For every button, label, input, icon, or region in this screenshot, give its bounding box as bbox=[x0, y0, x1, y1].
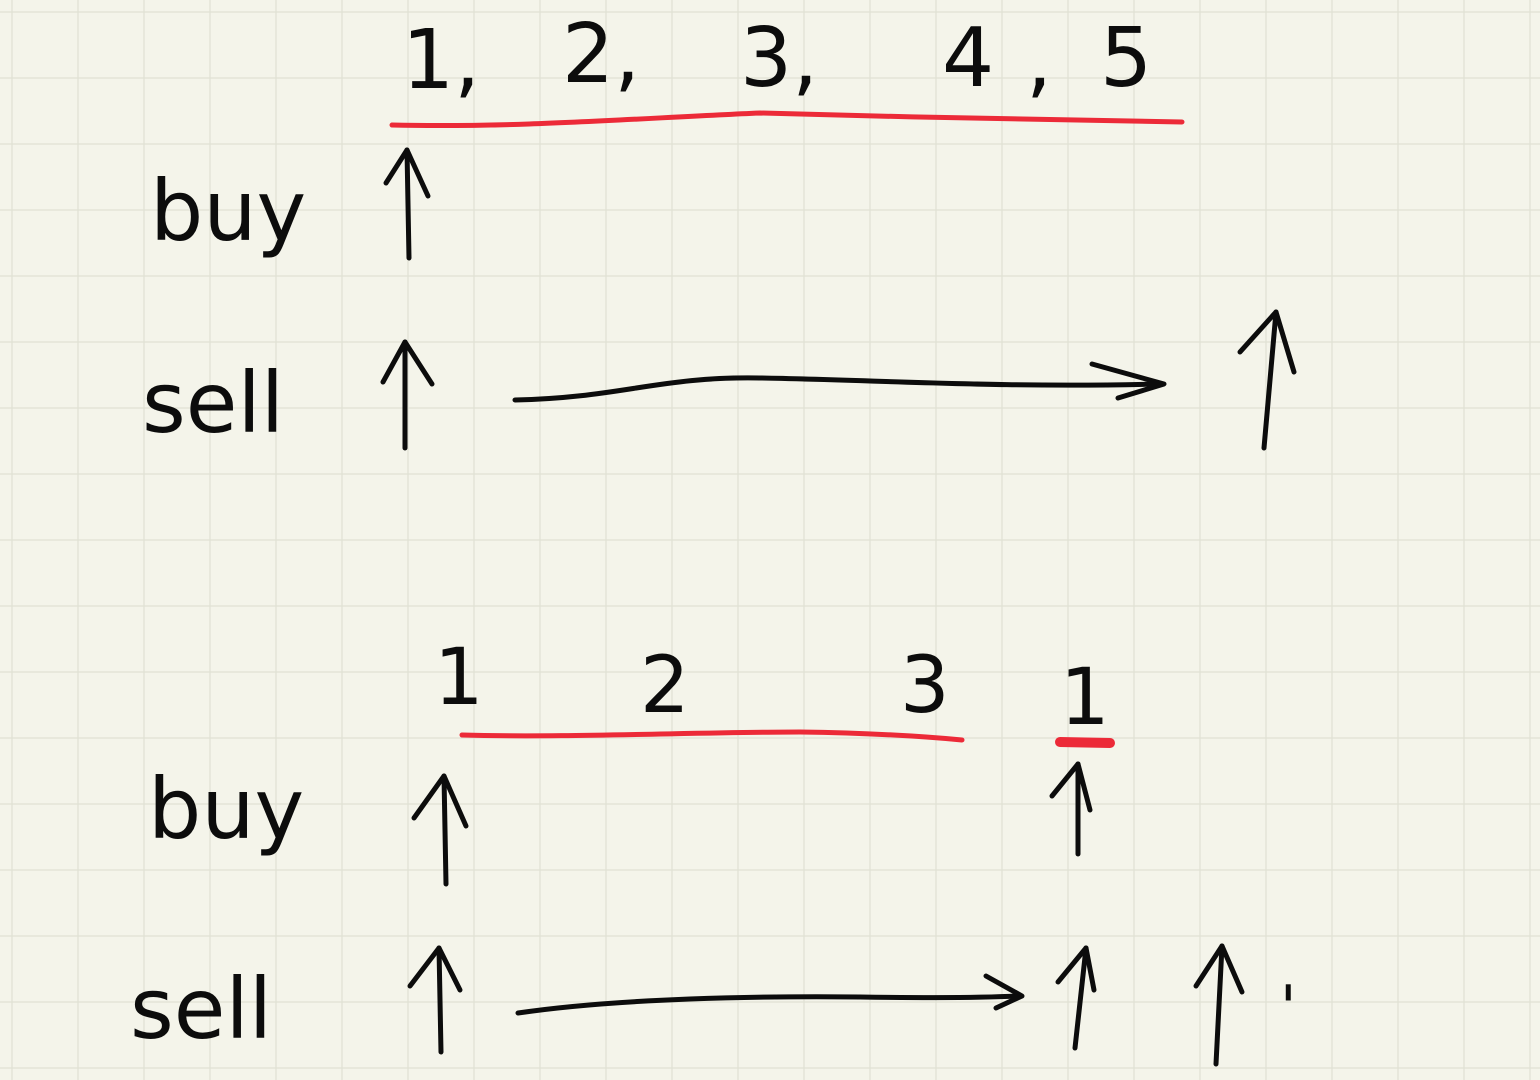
bottom-number-3: 3 bbox=[900, 641, 950, 731]
top-number-2: 2, bbox=[562, 7, 640, 102]
top-sell-arrow-start bbox=[380, 339, 435, 451]
bottom-number-row: 1 2 3 1 bbox=[434, 633, 1110, 743]
top-diagram: 1, 2, 3, 4 , 5 buy sell bbox=[142, 7, 1297, 452]
bottom-number-4: 1 bbox=[1060, 653, 1110, 743]
bottom-red-mark bbox=[1055, 737, 1115, 748]
top-red-underline bbox=[389, 110, 1185, 129]
top-number-row: 1, 2, 3, 4 , 5 bbox=[402, 7, 1152, 108]
top-number-5: 5 bbox=[1100, 11, 1152, 106]
bottom-sell-arrow-mid bbox=[1055, 945, 1097, 1051]
bottom-sell-move-arrow bbox=[515, 973, 1025, 1016]
bottom-buy-arrow-start bbox=[411, 773, 469, 887]
top-sell-label: sell bbox=[142, 354, 284, 452]
bottom-trailing-mark: ' bbox=[1280, 973, 1297, 1043]
bottom-sell-arrow-start bbox=[407, 945, 463, 1055]
top-comma-4: , bbox=[1026, 13, 1052, 108]
bottom-sell-arrow-end bbox=[1193, 943, 1245, 1067]
bottom-buy-arrow-end bbox=[1049, 761, 1093, 857]
bottom-sell-label: sell bbox=[130, 960, 272, 1058]
top-number-1: 1, bbox=[402, 13, 480, 108]
top-number-4: 4 bbox=[942, 11, 994, 106]
bottom-buy-label: buy bbox=[148, 760, 304, 858]
top-buy-label: buy bbox=[150, 162, 306, 260]
top-number-3: 3, bbox=[740, 11, 818, 106]
top-buy-arrow bbox=[383, 147, 431, 261]
bottom-number-1: 1 bbox=[434, 633, 484, 723]
bottom-number-2: 2 bbox=[640, 641, 690, 731]
bottom-red-underline bbox=[459, 729, 965, 743]
top-sell-arrow-end bbox=[1237, 309, 1297, 451]
top-sell-move-arrow bbox=[512, 361, 1167, 403]
bottom-diagram: 1 2 3 1 buy sell bbox=[130, 633, 1297, 1067]
